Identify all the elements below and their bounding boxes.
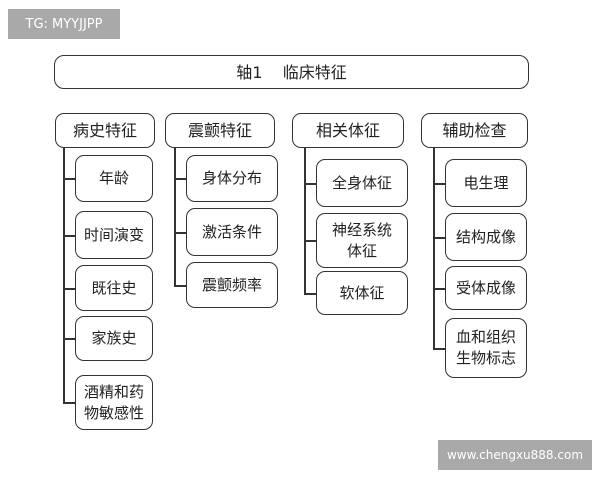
item-body-distribution: 身体分布: [186, 155, 278, 202]
category-associated-signs: 相关体征: [292, 113, 404, 148]
connector-branch: [433, 348, 445, 350]
item-age: 年龄: [75, 155, 153, 202]
watermark-bottom: www.chengxu888.com: [438, 440, 592, 470]
item-neurological-signs: 神经系统 体征: [316, 213, 408, 268]
category-auxiliary-exams: 辅助检查: [421, 113, 528, 148]
connector-branch: [174, 285, 186, 287]
connector-vertical: [63, 148, 65, 402]
connector-branch: [63, 338, 75, 340]
connector-branch: [433, 183, 445, 185]
connector-vertical: [304, 148, 306, 293]
item-alcohol-drug-sensitivity: 酒精和药 物敏感性: [75, 375, 153, 430]
item-receptor-imaging: 受体成像: [445, 266, 527, 310]
item-structural-imaging: 结构成像: [445, 213, 527, 261]
connector-vertical: [174, 148, 176, 285]
watermark-top: TG: MYYJJPP: [8, 9, 120, 39]
category-history: 病史特征: [55, 113, 155, 148]
connector-branch: [304, 293, 316, 295]
item-activation-condition: 激活条件: [186, 208, 278, 256]
item-systemic-signs: 全身体征: [316, 159, 408, 207]
item-past-history: 既往史: [75, 265, 153, 311]
connector-branch: [433, 288, 445, 290]
connector-branch: [433, 237, 445, 239]
item-tremor-frequency: 震颤频率: [186, 262, 278, 308]
connector-branch: [174, 232, 186, 234]
item-blood-tissue-biomarkers: 血和组织 生物标志: [445, 318, 527, 378]
item-soft-signs: 软体征: [316, 271, 408, 315]
connector-vertical: [433, 148, 435, 348]
connector-branch: [63, 178, 75, 180]
connector-branch: [304, 183, 316, 185]
item-family-history: 家族史: [75, 316, 153, 361]
category-tremor: 震颤特征: [165, 113, 275, 148]
item-electrophysiology: 电生理: [445, 159, 527, 207]
connector-branch: [174, 178, 186, 180]
item-time-evolution: 时间演变: [75, 211, 153, 259]
connector-branch: [63, 288, 75, 290]
connector-branch: [63, 402, 75, 404]
diagram-title: 轴1 临床特征: [54, 55, 529, 89]
connector-branch: [63, 235, 75, 237]
connector-branch: [304, 240, 316, 242]
